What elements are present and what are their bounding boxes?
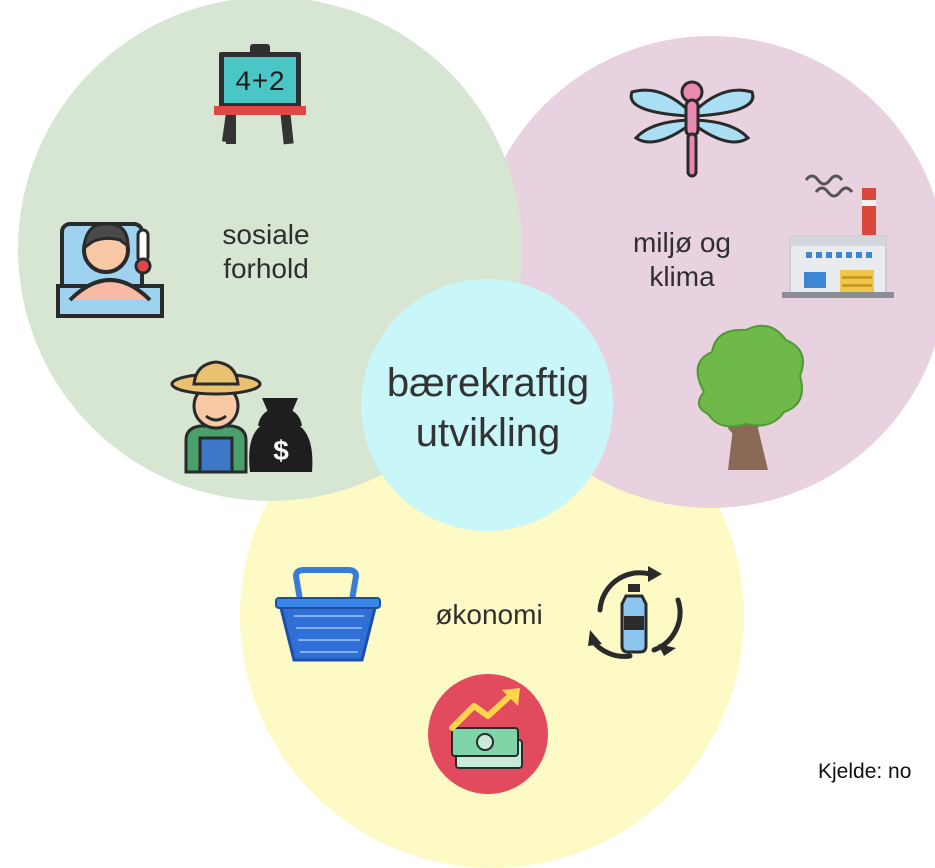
- blackboard-text: 4+2: [235, 68, 285, 99]
- sick-person-icon: [56, 222, 164, 318]
- money-bag-symbol: $: [273, 435, 289, 466]
- center-circle: [361, 279, 613, 531]
- money-growth-icon: [428, 674, 548, 794]
- center-label-line2: utvikling: [415, 411, 561, 455]
- source-caption: Kjelde: no: [818, 760, 912, 783]
- shopping-basket-icon: [275, 567, 381, 662]
- environment-label-line1: miljø og: [632, 227, 731, 258]
- economy-label: økonomi: [404, 598, 574, 632]
- social-label: sosiale forhold: [196, 218, 336, 286]
- tree-icon: [696, 324, 804, 470]
- social-label-line2: forhold: [223, 253, 309, 285]
- economy-circle: [240, 364, 744, 868]
- environment-label: miljø og klima: [612, 226, 752, 294]
- social-label-line1: sosiale: [222, 219, 310, 250]
- environment-label-line2: klima: [649, 261, 715, 293]
- center-label: bærekraftig utvikling: [348, 358, 628, 458]
- economy-label-text: økonomi: [435, 599, 543, 630]
- center-label-line1: bærekraftig: [386, 361, 590, 405]
- bottle-recycle-icon: [588, 566, 683, 659]
- farmer-money-icon: $: [170, 360, 313, 474]
- factory-icon: [782, 174, 894, 298]
- dragonfly-icon: [629, 80, 755, 178]
- blackboard-icon: 4+2: [214, 44, 306, 145]
